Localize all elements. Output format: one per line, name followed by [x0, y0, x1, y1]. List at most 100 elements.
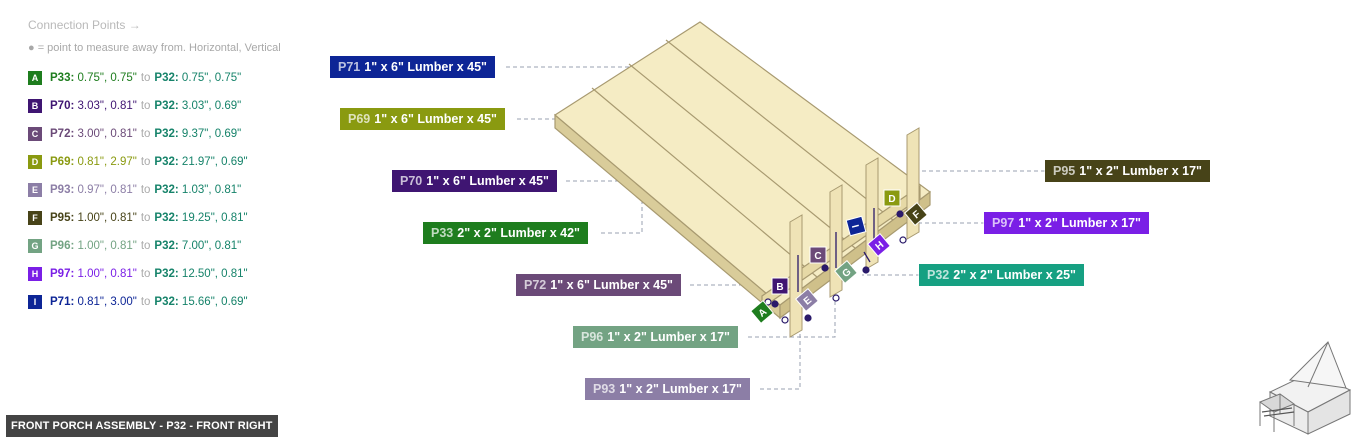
legend-target-value: 1.03", 0.81" [181, 184, 242, 196]
legend-to: to [140, 268, 151, 280]
post-p93 [789, 214, 803, 338]
legend-from-part: P69: [50, 156, 75, 168]
marker-box [845, 215, 867, 237]
measure-point-dot [804, 314, 812, 322]
legend-target-part: P32: [154, 156, 179, 168]
marker-box [795, 288, 819, 312]
legend-from-value: 3.00", 0.81" [77, 128, 137, 140]
legend-badge: B [28, 99, 42, 113]
legend-from-part: P96: [50, 240, 75, 252]
callout-part-label: 1" x 6" Lumber x 45" [550, 278, 673, 292]
marker-a[interactable]: A [750, 300, 774, 324]
callout-part-id: P93 [593, 382, 616, 396]
marker-box [867, 233, 891, 257]
legend-target-value: 9.37", 0.69" [181, 128, 242, 140]
connection-points-legend: Connection Points → ● = point to measure… [28, 18, 328, 316]
legend-target-part: P32: [154, 100, 179, 112]
callout-part-label: 1" x 2" Lumber x 17" [1079, 164, 1202, 178]
legend-from-value: 0.81", 3.00" [77, 296, 137, 308]
legend-from-part: P95: [50, 212, 75, 224]
callout-part-label: 1" x 6" Lumber x 45" [426, 174, 549, 188]
legend-to: to [140, 184, 151, 196]
callout-part-id: P32 [927, 268, 950, 282]
callout-part-label: 1" x 6" Lumber x 45" [364, 60, 487, 74]
marker-letter: D [888, 194, 895, 205]
legend-from-value: 0.81", 2.97" [77, 156, 137, 168]
marker-box [750, 300, 774, 324]
legend-badge: I [28, 295, 42, 309]
measure-point-dot [781, 316, 789, 324]
marker-d[interactable]: D [883, 189, 901, 207]
connection-markers: AB C D E F GH I [750, 189, 928, 324]
callout-part-label: 2" x 2" Lumber x 42" [457, 226, 580, 240]
board-seam-2 [628, 63, 856, 249]
direction-arrow [863, 251, 871, 263]
callout-part-label: 1" x 2" Lumber x 17" [1018, 216, 1141, 230]
marker-i[interactable]: I [845, 215, 867, 237]
legend-from-part: P70: [50, 100, 75, 112]
legend-target-value: 21.97", 0.69" [181, 156, 248, 168]
measure-point-dot [821, 264, 829, 272]
callout-part-label: 1" x 6" Lumber x 45" [374, 112, 497, 126]
marker-e[interactable]: E [795, 288, 819, 312]
legend-title[interactable]: Connection Points → [28, 18, 141, 32]
measure-point-dot [832, 294, 840, 302]
marker-box [904, 202, 928, 226]
legend-to: to [140, 212, 151, 224]
legend-note: ● = point to measure away from. Horizont… [28, 42, 281, 54]
legend-target-part: P32: [154, 296, 179, 308]
legend-target-part: P32: [154, 212, 179, 224]
legend-badge: H [28, 267, 42, 281]
legend-to: to [140, 100, 151, 112]
legend-from-value: 1.00", 0.81" [77, 240, 137, 252]
marker-letter: I [849, 224, 860, 230]
legend-from-value: 0.75", 0.75" [77, 72, 137, 84]
legend-badge: A [28, 71, 42, 85]
marker-box [771, 277, 789, 295]
leader-p96 [748, 300, 836, 338]
marker-b[interactable]: B [771, 277, 789, 295]
legend-from-part: P33: [50, 72, 75, 84]
legend-badge: C [28, 127, 42, 141]
legend-target-part: P32: [154, 240, 179, 252]
marker-h[interactable]: H [867, 233, 891, 257]
marker-c[interactable]: C [809, 246, 827, 264]
legend-target-value: 7.00", 0.81" [181, 240, 242, 252]
legend-to: to [140, 240, 151, 252]
callout-part-id: P70 [400, 174, 423, 188]
house-thumbnail-icon[interactable] [1250, 332, 1358, 436]
measure-point-dot [899, 236, 907, 244]
board-seam-3 [665, 39, 894, 221]
board-seam-1 [591, 87, 818, 278]
legend-target-value: 0.75", 0.75" [181, 72, 242, 84]
legend-from-part: P71: [50, 296, 75, 308]
legend-to: to [140, 72, 151, 84]
legend-from-part: P97: [50, 268, 75, 280]
legend-badge: D [28, 155, 42, 169]
marker-g[interactable]: G [834, 260, 858, 284]
measure-point-dot [771, 300, 779, 308]
leader-p33 [601, 192, 643, 234]
marker-f[interactable]: F [904, 202, 928, 226]
legend-from-part: P72: [50, 128, 75, 140]
legend-target-part: P32: [154, 268, 179, 280]
legend-to: to [140, 296, 151, 308]
legend-target-value: 19.25", 0.81" [181, 212, 248, 224]
legend-target-part: P32: [154, 72, 179, 84]
legend-target-part: P32: [154, 184, 179, 196]
